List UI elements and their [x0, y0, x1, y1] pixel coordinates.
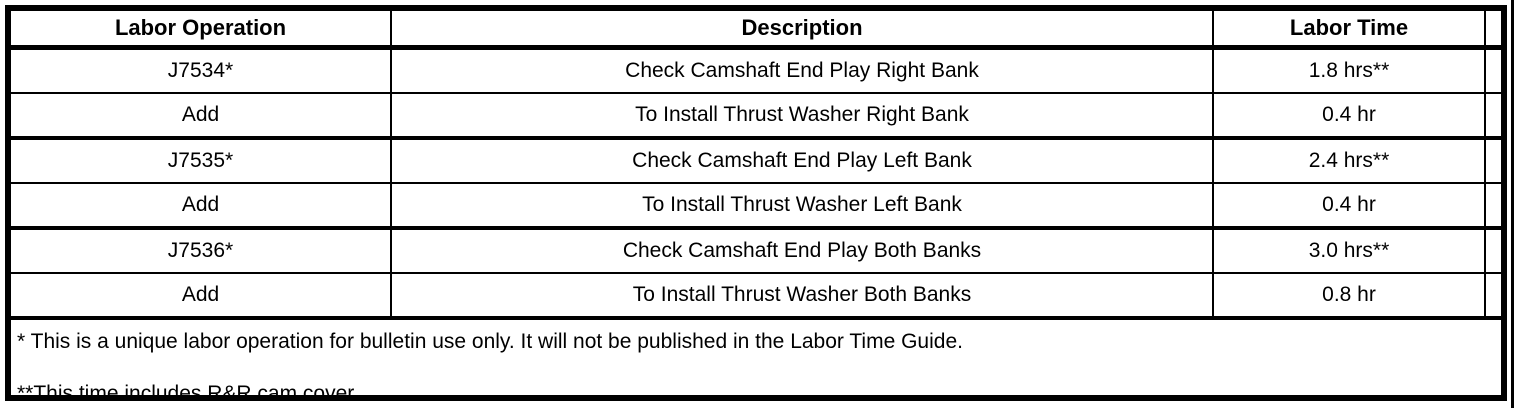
labor-time-cell: 0.4 hr: [1213, 183, 1486, 230]
header-row: Labor Operation Description Labor Time: [11, 11, 1501, 50]
table-row-add-left: Add To Install Thrust Washer Left Bank 0…: [11, 183, 1501, 230]
footnote-row: * This is a unique labor operation for b…: [11, 318, 1501, 413]
labor-operation-cell: Add: [11, 273, 392, 320]
description-cell: To Install Thrust Washer Right Bank: [391, 93, 1214, 140]
table-row-add-both: Add To Install Thrust Washer Both Banks …: [11, 273, 1501, 320]
table-row-j7536: J7536* Check Camshaft End Play Both Bank…: [11, 228, 1501, 274]
spacer-cell: [1485, 138, 1501, 184]
labor-time-cell: 2.4 hrs**: [1213, 138, 1486, 184]
table-row-add-right: Add To Install Thrust Washer Right Bank …: [11, 93, 1501, 140]
description-cell: Check Camshaft End Play Right Bank: [391, 47, 1214, 94]
column-header-labor-operation: Labor Operation: [11, 11, 392, 50]
spacer-column-header: [1485, 11, 1501, 50]
spacer-cell: [1485, 47, 1501, 94]
page-edge-line: [1511, 0, 1514, 408]
labor-time-cell: 0.8 hr: [1213, 273, 1486, 320]
labor-operation-cell: J7534*: [11, 47, 392, 94]
description-cell: Check Camshaft End Play Both Banks: [391, 228, 1214, 274]
labor-operation-cell: J7535*: [11, 138, 392, 184]
table-row-j7535: J7535* Check Camshaft End Play Left Bank…: [11, 138, 1501, 184]
column-header-labor-time: Labor Time: [1213, 11, 1486, 50]
labor-operation-cell: J7536*: [11, 228, 392, 274]
description-cell: Check Camshaft End Play Left Bank: [391, 138, 1214, 184]
description-cell: To Install Thrust Washer Both Banks: [391, 273, 1214, 320]
spacer-cell: [1485, 273, 1501, 320]
labor-time-cell: 3.0 hrs**: [1213, 228, 1486, 274]
footnote-time-includes: **This time includes R&R cam cover.: [17, 382, 359, 406]
footnote-unique-labor-operation: * This is a unique labor operation for b…: [17, 330, 963, 353]
spacer-cell: [1485, 93, 1501, 140]
spacer-cell: [1485, 183, 1501, 230]
footnotes-cell: * This is a unique labor operation for b…: [11, 318, 1501, 413]
table-row-j7534: J7534* Check Camshaft End Play Right Ban…: [11, 47, 1501, 94]
labor-operations-table: Labor Operation Description Labor Time J…: [11, 11, 1501, 413]
spacer-cell: [1485, 228, 1501, 274]
labor-time-table: Labor Operation Description Labor Time J…: [5, 5, 1507, 405]
labor-time-cell: 1.8 hrs**: [1213, 47, 1486, 94]
labor-operation-cell: Add: [11, 93, 392, 140]
column-header-description: Description: [391, 11, 1214, 50]
labor-time-cell: 0.4 hr: [1213, 93, 1486, 140]
labor-operation-cell: Add: [11, 183, 392, 230]
description-cell: To Install Thrust Washer Left Bank: [391, 183, 1214, 230]
